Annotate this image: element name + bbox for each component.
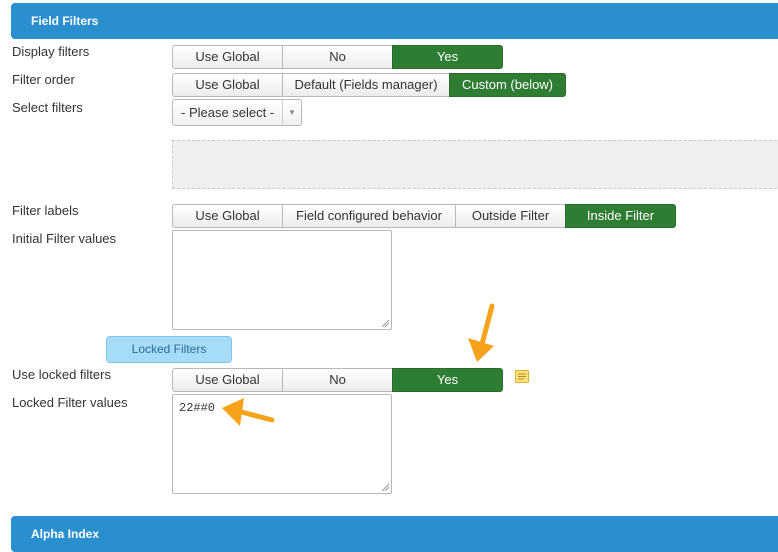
select-filters-value: - Please select - xyxy=(181,105,275,120)
use-locked-filters-yes-button[interactable]: Yes xyxy=(392,368,503,392)
display-filters-toggle: Use Global No Yes xyxy=(172,45,503,69)
locked-filter-values-text: 22##0 xyxy=(179,401,216,415)
section-header-field-filters[interactable]: Field Filters xyxy=(11,3,778,39)
filter-order-toggle: Use Global Default (Fields manager) Cust… xyxy=(172,73,566,97)
filter-order-default-button[interactable]: Default (Fields manager) xyxy=(282,73,450,97)
initial-filter-values-label: Initial Filter values xyxy=(12,231,117,246)
display-filters-no-button[interactable]: No xyxy=(282,45,393,69)
resize-handle-icon[interactable] xyxy=(381,483,389,491)
select-filters-label: Select filters xyxy=(12,100,83,115)
selected-filters-area[interactable] xyxy=(172,140,778,189)
resize-handle-icon[interactable] xyxy=(381,319,389,327)
select-filters-dropdown[interactable]: - Please select - ▼ xyxy=(172,99,302,126)
filter-order-use-global-button[interactable]: Use Global xyxy=(172,73,283,97)
filter-labels-label: Filter labels xyxy=(12,203,79,218)
filter-order-custom-button[interactable]: Custom (below) xyxy=(449,73,566,97)
locked-filter-values-textarea[interactable]: 22##0 xyxy=(172,394,392,494)
arrow-annotation-icon xyxy=(468,303,495,362)
filter-labels-field-configured-button[interactable]: Field configured behavior xyxy=(282,204,456,228)
filter-labels-inside-button[interactable]: Inside Filter xyxy=(565,204,676,228)
display-filters-label: Display filters xyxy=(12,44,90,59)
chevron-down-icon: ▼ xyxy=(282,100,301,125)
display-filters-yes-button[interactable]: Yes xyxy=(392,45,503,69)
section-title: Alpha Index xyxy=(31,527,100,541)
use-locked-filters-no-button[interactable]: No xyxy=(282,368,393,392)
locked-filters-button[interactable]: Locked Filters xyxy=(106,336,232,363)
filter-order-label: Filter order xyxy=(12,72,75,87)
use-locked-filters-label: Use locked filters xyxy=(12,367,111,382)
use-locked-filters-use-global-button[interactable]: Use Global xyxy=(172,368,283,392)
section-title: Field Filters xyxy=(31,14,99,28)
arrow-annotation-icon xyxy=(222,398,275,426)
use-locked-filters-toggle: Use Global No Yes xyxy=(172,368,503,392)
note-icon[interactable] xyxy=(515,370,529,383)
filter-labels-use-global-button[interactable]: Use Global xyxy=(172,204,283,228)
initial-filter-values-textarea[interactable] xyxy=(172,230,392,330)
filter-labels-toggle: Use Global Field configured behavior Out… xyxy=(172,204,676,228)
filter-labels-outside-button[interactable]: Outside Filter xyxy=(455,204,566,228)
section-header-alpha-index[interactable]: Alpha Index xyxy=(11,516,778,552)
display-filters-use-global-button[interactable]: Use Global xyxy=(172,45,283,69)
locked-filter-values-label: Locked Filter values xyxy=(12,395,128,410)
